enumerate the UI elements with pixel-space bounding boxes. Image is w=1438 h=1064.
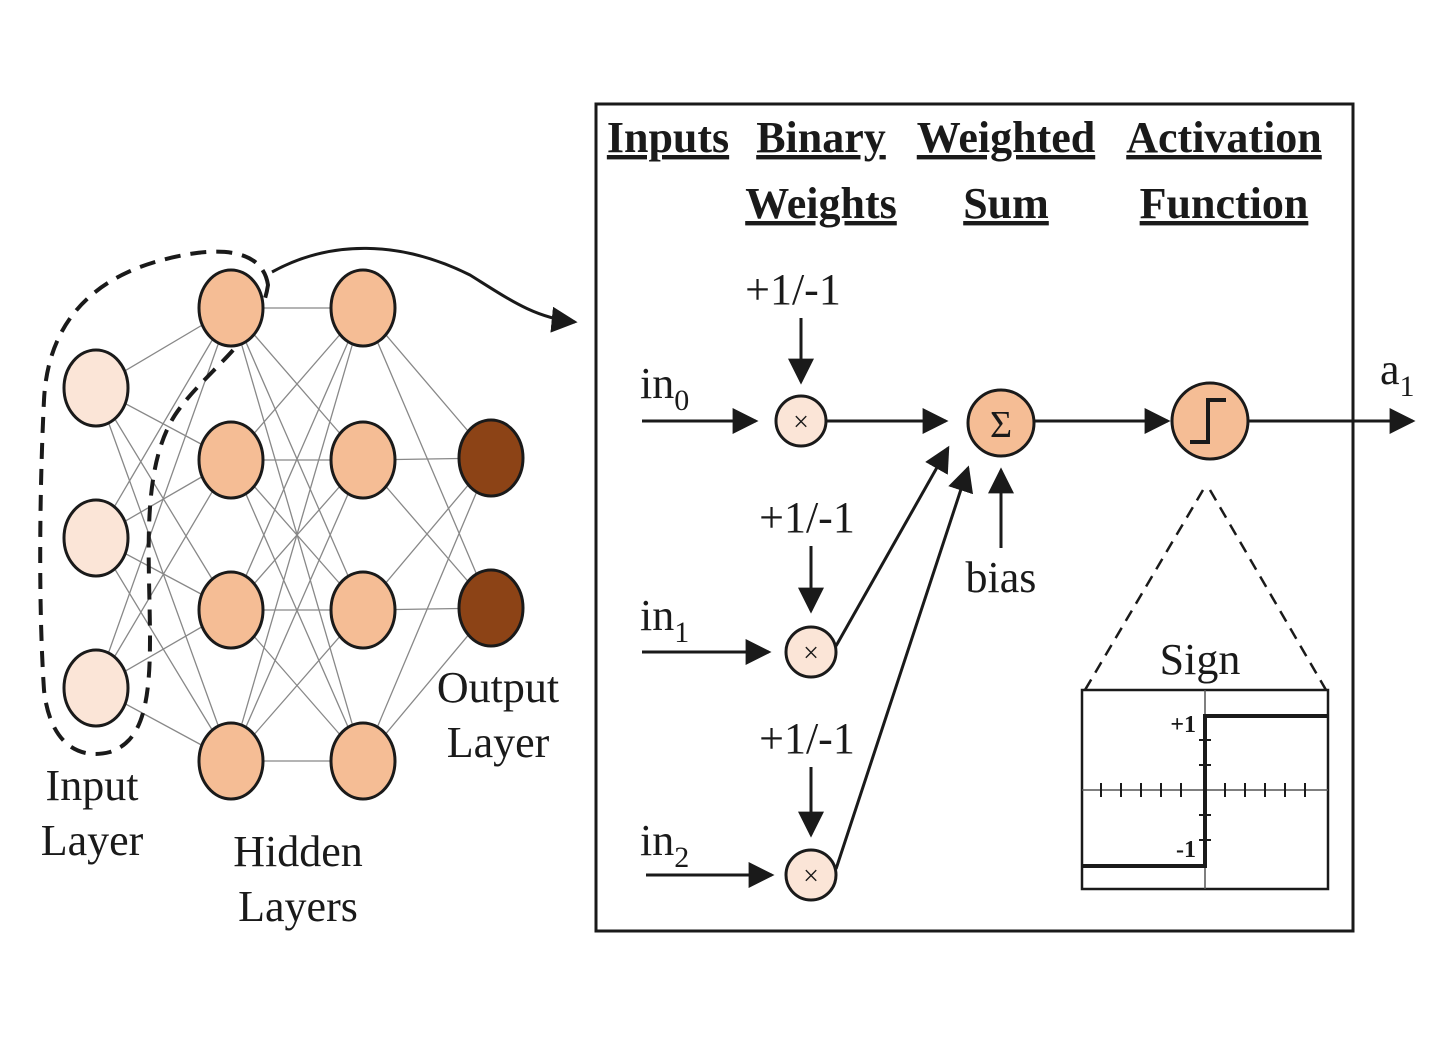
input-label-2: in2 [640, 816, 689, 874]
hidden1-node-1 [197, 420, 265, 500]
hidden1-node-2 [197, 570, 265, 650]
neuron-detail-panel [594, 102, 1355, 933]
multiply-symbol-2: × [803, 861, 819, 892]
sign-plus-label: +1 [1170, 712, 1196, 738]
sign-title: Sign [1160, 635, 1241, 684]
input-node-0 [62, 348, 130, 428]
header-inputs: Inputs [607, 113, 729, 162]
bias-label: bias [966, 553, 1037, 602]
sign-minus-label: -1 [1176, 837, 1196, 863]
input-arrows [642, 408, 775, 888]
multiply-symbol-1: × [803, 638, 819, 669]
connection-edge [230, 307, 364, 611]
header-activation-function: Activation [1126, 113, 1322, 162]
weight-arrows [788, 318, 824, 838]
weight-label-2: +1/-1 [759, 714, 855, 763]
hidden1-node-0 [197, 268, 265, 348]
connection-edge [95, 307, 232, 539]
connection-edge [362, 307, 492, 609]
multiplier-node-1 [784, 625, 838, 679]
network-nodes [62, 268, 525, 801]
step-function-icon [1190, 398, 1226, 444]
output-node-0 [457, 418, 525, 498]
multiply-symbol-0: × [793, 407, 809, 438]
connection-edge [95, 459, 232, 689]
multiplier-nodes [774, 394, 838, 902]
hidden2-node-3 [329, 721, 397, 801]
multiplier-node-0 [774, 394, 828, 448]
weight-label-1: +1/-1 [759, 493, 855, 542]
highlight-dashed-outline [38, 249, 271, 756]
hidden2-node-1 [329, 420, 397, 500]
summation-node [966, 388, 1036, 458]
input-node-1 [62, 498, 130, 578]
output-layer-label-line2: Layer [447, 718, 550, 767]
sign-function-curve [1082, 714, 1328, 868]
header-activation-function-line2: Function [1140, 179, 1309, 228]
input-layer-label-line2: Layer [41, 816, 144, 865]
product-arrows [827, 408, 974, 870]
hidden-layers-label: Hidden [233, 827, 363, 876]
connection-edge [362, 457, 492, 762]
input-label-0: in0 [640, 359, 689, 417]
weight-label-0: +1/-1 [745, 265, 841, 314]
input-node-2 [62, 648, 130, 728]
zoom-arrow [271, 246, 578, 333]
header-weighted-sum-line2: Sum [963, 179, 1049, 228]
header-binary-weights: Binary [756, 113, 886, 162]
header-binary-weights-line2: Weights [745, 179, 897, 228]
hidden-layers-label-line2: Layers [238, 882, 358, 931]
input-layer-label: Input [46, 761, 139, 810]
network-connections [95, 307, 492, 762]
input-label-1: in1 [640, 591, 689, 649]
header-weighted-sum: Weighted [917, 113, 1095, 162]
hidden2-node-0 [329, 268, 397, 348]
output-layer-label: Output [437, 663, 559, 712]
output-node-1 [457, 568, 525, 648]
hidden1-node-3 [197, 721, 265, 801]
multiplier-node-2 [784, 848, 838, 902]
connection-edge [95, 307, 232, 689]
connection-edge [230, 459, 364, 762]
output-label: a1 [1380, 345, 1415, 403]
connection-edge [230, 307, 364, 762]
sum-symbol: Σ [990, 404, 1012, 446]
hidden2-node-2 [329, 570, 397, 650]
